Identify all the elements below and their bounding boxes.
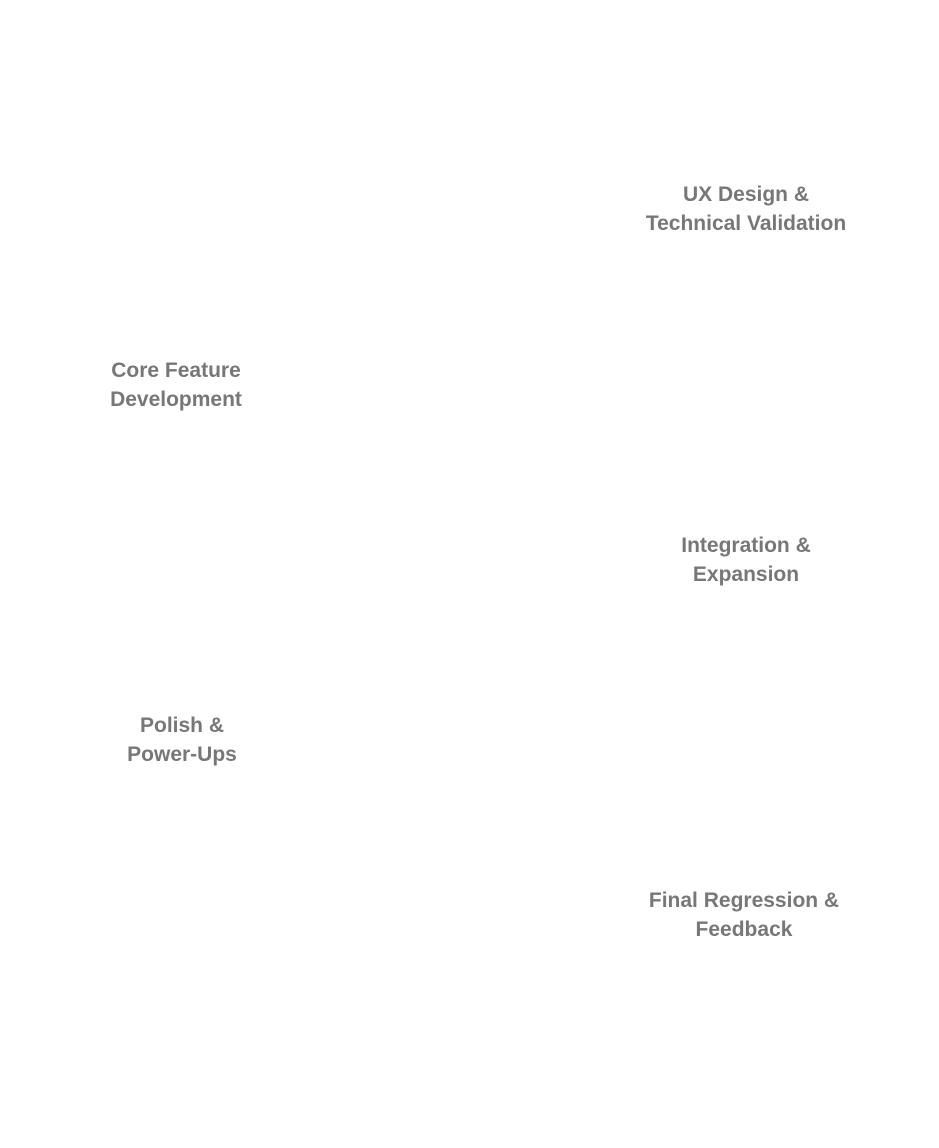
phase-label-line: Expansion: [692, 563, 800, 586]
phase-label-line: Power-Ups: [127, 743, 237, 766]
phase-label-line: UX Design &: [682, 183, 810, 206]
phase-integration-expansion: Integration & Expansion: [626, 531, 866, 589]
phase-label-line: Development: [110, 388, 242, 411]
phase-label-line: Final Regression &: [648, 889, 840, 912]
phase-core-feature-development: Core Feature Development: [56, 356, 296, 414]
phase-label-line: Polish &: [139, 714, 224, 737]
phase-ux-design-technical-validation: UX Design & Technical Validation: [616, 180, 876, 238]
phase-polish-power-ups: Polish & Power-Ups: [72, 711, 292, 769]
phase-label-line: Integration &: [681, 534, 811, 557]
phase-label-line: Core Feature: [111, 359, 241, 382]
phase-label-line: Feedback: [695, 918, 793, 941]
phase-final-regression-feedback: Final Regression & Feedback: [614, 886, 874, 944]
phase-label-line: Technical Validation: [645, 212, 847, 235]
